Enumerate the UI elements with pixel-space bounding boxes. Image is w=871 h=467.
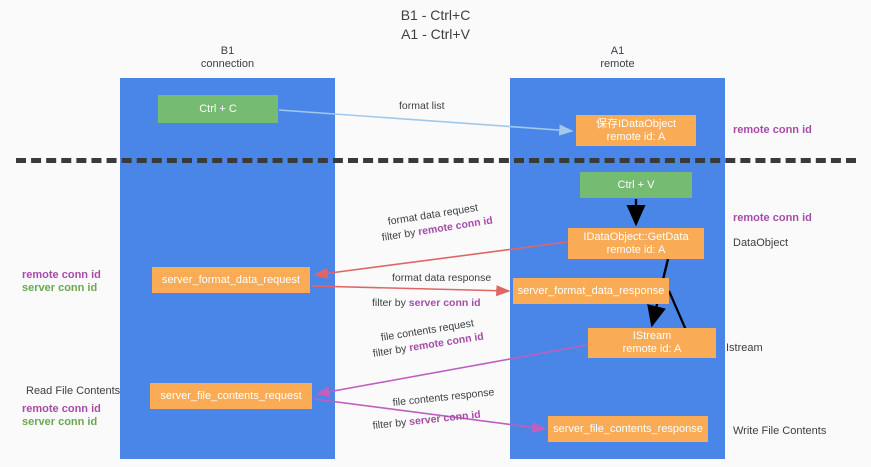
node-ctrl-v[interactable]: Ctrl + V — [580, 172, 692, 198]
annotation-left-server-conn-id-bottom: server conn id — [22, 416, 98, 428]
node-istream[interactable]: IStream remote id: A — [588, 328, 716, 358]
annotation-istream: Istream — [726, 342, 763, 354]
annotation-left-remote-conn-id-top: remote conn id — [22, 269, 101, 281]
annotation-write-file-contents: Write File Contents — [733, 425, 827, 437]
filter-key-server-conn-id: server conn id — [408, 408, 482, 429]
edge-label-format-data-response: format data response — [392, 272, 492, 284]
node-server-format-data-request[interactable]: server_format_data_request — [152, 267, 310, 293]
filter-prefix: filter by — [381, 226, 420, 244]
filter-key-server-conn-id: server conn id — [408, 297, 481, 309]
node-server-file-contents-response[interactable]: server_file_contents_response — [548, 416, 708, 442]
annotation-remote-conn-id-mid: remote conn id — [733, 212, 812, 224]
annotation-left-server-conn-id-top: server conn id — [22, 282, 98, 294]
node-server-file-contents-request[interactable]: server_file_contents_request — [150, 383, 312, 409]
column-header-a1: A1 remote — [600, 45, 635, 70]
annotation-left-remote-conn-id-bottom: remote conn id — [22, 403, 101, 415]
annotation-dataobject: DataObject — [733, 237, 789, 249]
diagram-title: B1 - Ctrl+C A1 - Ctrl+V — [400, 7, 471, 42]
filter-prefix: filter by — [372, 416, 410, 432]
annotation-read-file-contents: Read File Contents — [26, 385, 121, 397]
filter-prefix: filter by — [372, 297, 409, 309]
node-ctrl-c[interactable]: Ctrl + C — [158, 95, 278, 123]
node-server-format-data-response[interactable]: server_format_data_response — [513, 278, 669, 304]
phase-separator-dashed-line — [16, 158, 856, 163]
node-idataobject-getdata[interactable]: IDataObject::GetData remote id: A — [568, 228, 704, 259]
edge-format-data-response — [311, 285, 511, 297]
filter-prefix: filter by — [372, 342, 411, 360]
column-header-b1: B1 connection — [200, 45, 255, 70]
node-saved-idataobject[interactable]: 保存IDataObject remote id: A — [576, 115, 696, 146]
annotation-remote-conn-id-top: remote conn id — [733, 124, 812, 136]
edge-label-format-data-response-filter: filter by server conn id — [372, 297, 481, 310]
edge-label-format-list: format list — [399, 100, 445, 112]
edge-label-file-contents-response-filter: filter by server conn id — [372, 409, 481, 433]
edge-label-file-contents-response: file contents response — [392, 386, 495, 409]
